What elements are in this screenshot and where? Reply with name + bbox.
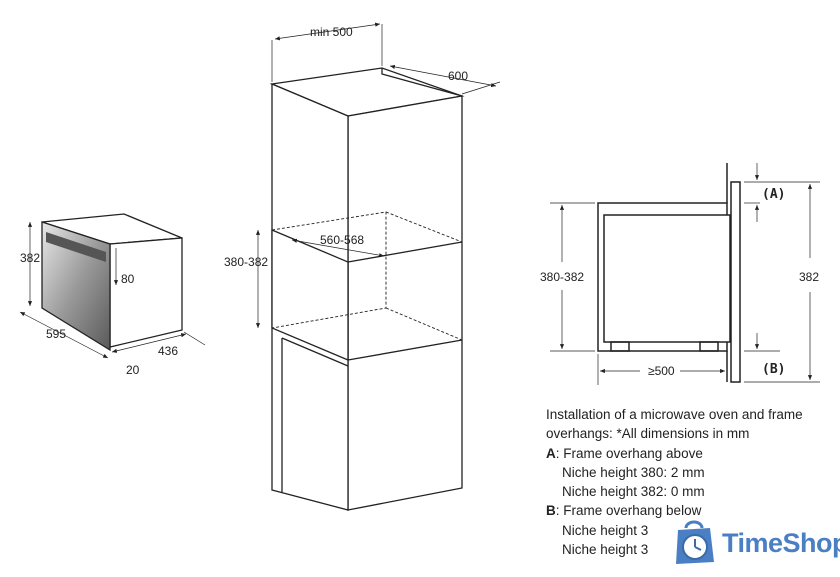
cabinet-drawing bbox=[269, 67, 465, 511]
watermark-text: TimeShop bbox=[722, 527, 840, 558]
section-dimensions bbox=[550, 163, 820, 385]
note-a-item: Niche height 382: 0 mm bbox=[562, 484, 705, 500]
note-a: A: Frame overhang above bbox=[546, 445, 703, 461]
note-line: overhangs: *All dimensions in mm bbox=[546, 426, 750, 442]
section-niche-height-label: 380-382 bbox=[540, 270, 584, 284]
section-drawing bbox=[597, 163, 741, 383]
section-panel-height-label: 382 bbox=[799, 270, 819, 284]
cabinet-dimensions bbox=[255, 22, 501, 328]
note-a-item: Niche height 380: 2 mm bbox=[562, 464, 705, 480]
cabinet-niche-depth-label: 560-568 bbox=[320, 233, 364, 247]
note-b-item: Niche height 3 bbox=[562, 542, 649, 558]
note-line: Installation of a microwave oven and fra… bbox=[546, 407, 803, 422]
cabinet-min-width-label: min 500 bbox=[310, 25, 353, 39]
oven-height-label: 382 bbox=[20, 251, 40, 265]
installation-notes: Installation of a microwave oven and fra… bbox=[546, 405, 803, 559]
oven-dimensions bbox=[19, 222, 206, 359]
clock-bag-icon bbox=[676, 520, 714, 564]
note-b-item: Niche height 3 bbox=[562, 522, 649, 538]
oven-depth-label: 436 bbox=[158, 344, 178, 358]
oven-inner-label: 80 bbox=[121, 272, 135, 286]
label-a: (A) bbox=[762, 187, 785, 202]
note-b: B: Frame overhang below bbox=[546, 503, 702, 519]
dimension-labels: 382 595 436 20 80 min 500 600 380-382 56… bbox=[20, 25, 819, 378]
timeshop-watermark: TimeShop bbox=[674, 520, 840, 566]
cabinet-niche-height-label: 380-382 bbox=[224, 255, 268, 269]
cabinet-depth-label: 600 bbox=[448, 69, 468, 83]
oven-panel-offset-label: 20 bbox=[126, 363, 140, 377]
label-b: (B) bbox=[762, 362, 785, 377]
oven-width-label: 595 bbox=[46, 327, 66, 341]
section-min-depth-label: ≥500 bbox=[648, 364, 675, 378]
